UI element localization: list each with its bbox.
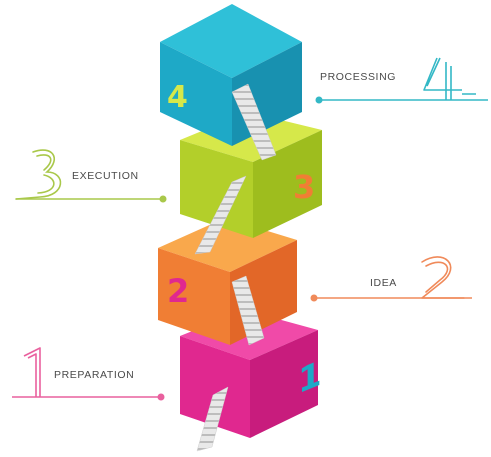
- block-2-number: 2: [167, 272, 189, 310]
- block-3-number: 3: [293, 168, 315, 206]
- block-1-front: [180, 336, 250, 438]
- block-3-front: [180, 140, 253, 238]
- label-idea: IDEA: [310, 256, 472, 302]
- label-preparation-text: PREPARATION: [54, 369, 134, 381]
- label-preparation-numeral: [23, 347, 41, 397]
- block-1-right: [250, 330, 318, 438]
- label-processing: PROCESSING: [315, 57, 488, 104]
- block-4-top: [160, 4, 302, 78]
- label-processing-text: PROCESSING: [320, 71, 396, 83]
- label-processing-numeral: [423, 57, 476, 100]
- label-idea-numeral: [421, 256, 465, 299]
- block-3-top: [180, 112, 322, 162]
- block-2-front: [158, 248, 230, 345]
- label-idea-text: IDEA: [370, 277, 397, 289]
- stairs-3: [194, 175, 247, 255]
- label-execution-numeral: [15, 149, 62, 200]
- block-1-number: 1: [298, 353, 322, 402]
- label-execution-text: EXECUTION: [72, 170, 139, 182]
- stairs-1: [196, 386, 229, 452]
- block-4-front: [160, 42, 232, 146]
- step-block-1: 1: [180, 310, 322, 438]
- label-preparation: PREPARATION: [12, 347, 165, 401]
- label-execution: EXECUTION: [15, 149, 167, 203]
- stairs-2: [231, 275, 265, 346]
- block-4-number: 4: [167, 80, 188, 115]
- stairs-4: [231, 83, 277, 161]
